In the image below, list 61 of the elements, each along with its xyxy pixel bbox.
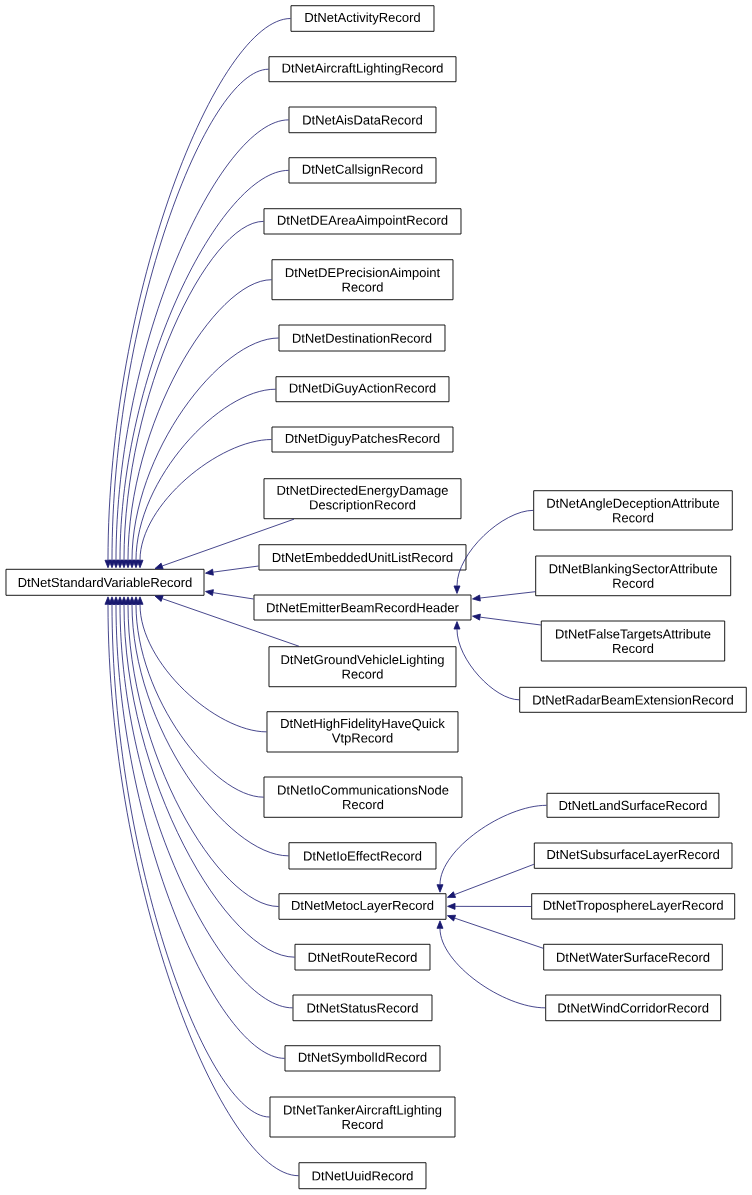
arrow	[453, 509, 534, 594]
class-box: DtNetIoEffectRecord	[288, 842, 437, 870]
class-box: DtNetRadarBeamExtensionRecord	[519, 686, 747, 713]
class-box: DtNetDiguyPatchesRecord	[271, 426, 454, 453]
class-box: DtNetEmbeddedUnitListRecord	[258, 544, 467, 571]
class-box: DtNetMetocLayerRecord	[278, 893, 447, 920]
arrow	[205, 589, 254, 600]
class-box: DtNetDirectedEnergyDamage DescriptionRecord	[263, 478, 462, 520]
class-box: DtNetAngleDeceptionAttribute Record	[533, 490, 733, 531]
arrow	[436, 804, 547, 893]
arrow	[453, 621, 520, 701]
class-box: DtNetStandardVariableRecord	[5, 568, 205, 596]
arrow	[108, 68, 269, 569]
arrow	[447, 863, 535, 898]
arrow	[447, 914, 544, 949]
arrow	[136, 596, 267, 733]
arrow	[472, 591, 536, 602]
arrow	[154, 518, 295, 570]
class-box: DtNetIoCommunicationsNode Record	[263, 776, 463, 818]
class-box: DtNetTankerAircraftLighting Record	[269, 1096, 456, 1138]
arrow	[132, 388, 276, 569]
arrow	[104, 18, 291, 569]
class-box: DtNetActivityRecord	[290, 5, 435, 32]
class-box: DtNetUuidRecord	[298, 1162, 427, 1190]
arrow	[108, 596, 270, 1118]
class-box: DtNetWindCorridorRecord	[545, 994, 722, 1022]
class-box: DtNetAircraftLightingRecord	[268, 56, 457, 83]
class-box: DtNetHighFidelityHaveQuick VtpRecord	[266, 711, 459, 753]
arrow	[136, 439, 272, 569]
class-box: DtNetStatusRecord	[292, 994, 433, 1022]
class-box: DtNetRouteRecord	[294, 943, 431, 971]
arrow	[132, 596, 264, 798]
class-box: DtNetSubsurfaceLayerRecord	[533, 842, 733, 869]
class-box: DtNetGroundVehicleLighting Record	[268, 646, 457, 688]
class-box: DtNetAisDataRecord	[288, 106, 437, 134]
arrow	[205, 565, 259, 576]
class-box: DtNetWaterSurfaceRecord	[543, 943, 723, 971]
arrow	[120, 596, 295, 958]
class-box: DtNetDestinationRecord	[278, 324, 446, 352]
arrow	[472, 613, 542, 626]
arrow	[124, 596, 279, 907]
class-box: DtNetDiGuyActionRecord	[275, 376, 450, 403]
arrow	[104, 596, 299, 1177]
arrow	[128, 596, 289, 857]
arrow	[128, 337, 279, 569]
arrow	[154, 595, 300, 647]
arrow	[120, 220, 264, 569]
class-box: DtNetEmitterBeamRecordHeader	[253, 594, 472, 621]
arrow	[112, 596, 285, 1059]
class-box: DtNetBlankingSectorAttribute Record	[535, 555, 732, 597]
arrow	[116, 596, 293, 1009]
class-box: DtNetFalseTargetsAttribute Record	[540, 620, 726, 662]
class-box: DtNetSymbolIdRecord	[284, 1045, 441, 1072]
class-box: DtNetLandSurfaceRecord	[546, 792, 720, 818]
arrow	[436, 920, 546, 1009]
arrow	[124, 279, 272, 569]
class-box: DtNetTroposphereLayerRecord	[531, 893, 736, 920]
class-box: DtNetCallsignRecord	[288, 157, 437, 184]
arrow	[447, 902, 532, 910]
class-box: DtNetDEPrecisionAimpoint Record	[271, 259, 454, 301]
class-box: DtNetDEAreaAimpointRecord	[263, 208, 462, 235]
